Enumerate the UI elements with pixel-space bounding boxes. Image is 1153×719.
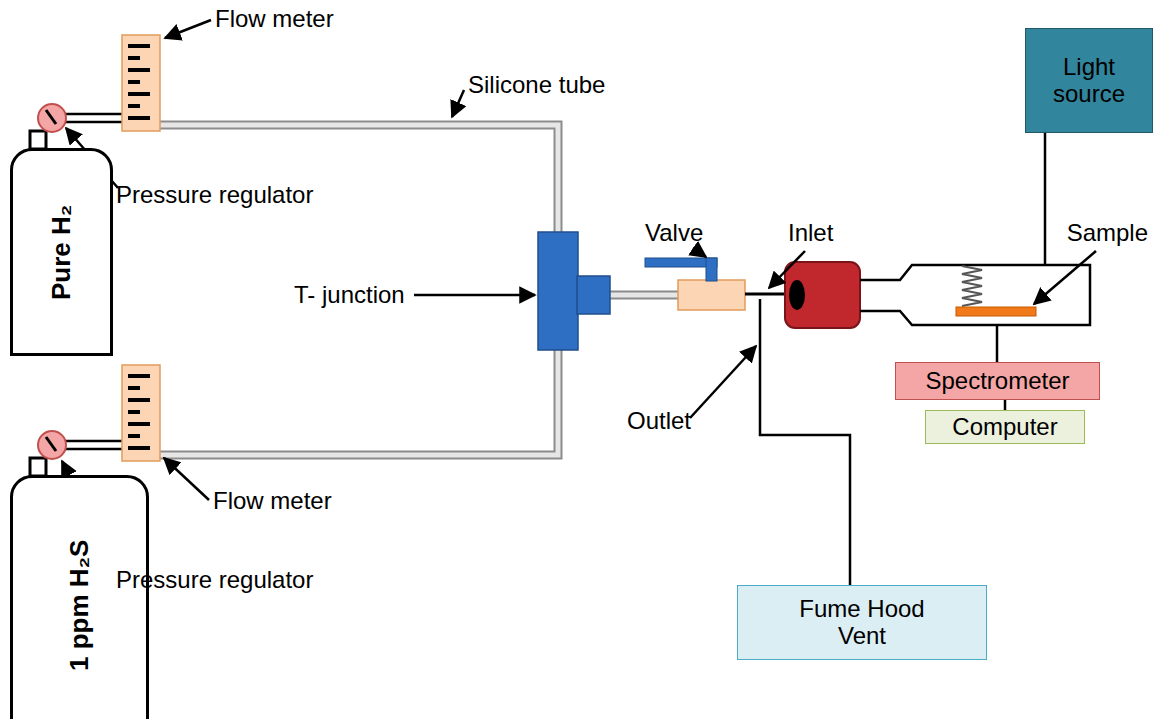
sample-cell (860, 265, 1090, 325)
part-label: Flow meter (215, 6, 334, 32)
scale-tick (128, 386, 140, 390)
connector-line (1004, 400, 1007, 410)
computer-box: Computer (925, 410, 1085, 444)
scale-tick (128, 116, 150, 120)
part-label: Pressure regulator (116, 567, 313, 593)
box-label: Light source (1026, 54, 1152, 107)
optical-fiber (1044, 133, 1047, 265)
t-junction-port (577, 276, 610, 314)
light-source-box: Light source (1025, 28, 1153, 133)
scale-tick (128, 374, 150, 378)
scale-tick (128, 410, 140, 414)
flow-meter (122, 365, 160, 461)
silicone-tube (160, 125, 680, 455)
part-label: Pressure regulator (116, 182, 313, 208)
cell-cap-opening (789, 280, 805, 310)
scale-tick (128, 68, 150, 72)
scale-tick (128, 104, 140, 108)
part-label: Silicone tube (468, 72, 605, 98)
scale-tick (128, 56, 140, 60)
flow-meter (122, 35, 160, 131)
inlet-line (745, 293, 786, 296)
cell-cap (785, 262, 860, 328)
gas-cylinder: 1 ppm H₂S (10, 475, 149, 719)
flow-meter-scale (128, 44, 150, 450)
leader-arrow (62, 20, 1096, 573)
valve-handle (706, 258, 717, 281)
spectrometer-box: Spectrometer (895, 362, 1100, 400)
scale-tick (128, 398, 150, 402)
box-label: Spectrometer (925, 368, 1069, 394)
scale-tick (128, 446, 150, 450)
scale-tick (128, 434, 140, 438)
cylinder-neck (30, 131, 46, 149)
sample (956, 307, 1036, 316)
cylinder-neck (30, 458, 46, 476)
gas-cylinder: Pure H₂ (10, 148, 113, 356)
scale-tick (128, 80, 140, 84)
cylinder-label: 1 ppm H₂S (65, 539, 94, 670)
spring (962, 266, 982, 306)
part-label: Inlet (788, 220, 833, 246)
box-label: Fume Hood Vent (787, 596, 937, 649)
part-label: Sample (1067, 220, 1148, 246)
cylinder-label: Pure H₂ (47, 204, 76, 299)
fume-hood-box: Fume Hood Vent (737, 585, 987, 660)
scale-tick (128, 92, 150, 96)
optical-fiber (996, 325, 999, 362)
scale-tick (128, 422, 150, 426)
box-label: Computer (952, 414, 1057, 440)
part-label: T- junction (294, 282, 405, 308)
part-label: Outlet (627, 408, 691, 434)
outlet-line (760, 299, 850, 585)
valve-body (678, 280, 745, 310)
part-label: Flow meter (213, 488, 332, 514)
scale-tick (128, 44, 150, 48)
spring-coil (962, 266, 982, 306)
part-label: Valve (645, 220, 703, 246)
t-junction (538, 232, 578, 350)
